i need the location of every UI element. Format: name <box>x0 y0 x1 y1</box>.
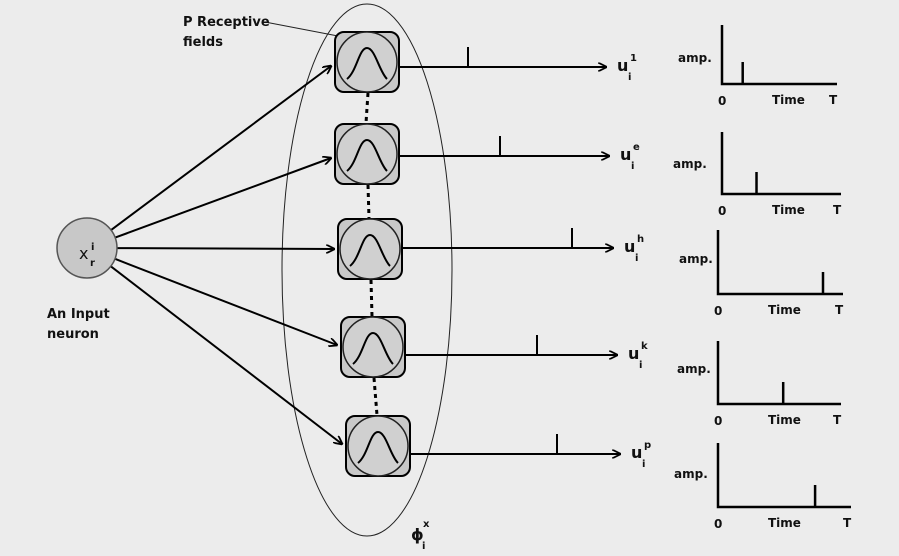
receptive-field-circle <box>342 316 404 378</box>
timing-plot: amp. 0 Time T <box>674 443 852 531</box>
input-neuron-symbol: x <box>79 244 88 263</box>
plot-end-label: T <box>843 516 852 530</box>
plot-end-label: T <box>833 413 842 427</box>
plot-ylabel: amp. <box>677 362 711 376</box>
gaussian-curve-icon <box>352 331 394 365</box>
output-label-symbol: u <box>620 145 631 164</box>
plot-ylabel: amp. <box>679 252 713 266</box>
phi-symbol: ϕ <box>411 525 424 544</box>
gaussian-curve-icon <box>357 430 399 464</box>
receptive-field-circle <box>336 31 398 93</box>
output-label-subscript: i <box>635 253 638 264</box>
gaussian-curve-icon <box>349 233 391 267</box>
plot-xlabel: Time <box>768 303 801 317</box>
output-label-symbol: u <box>617 56 628 75</box>
input-neuron-superscript: i <box>91 242 94 253</box>
input-connections <box>110 66 342 444</box>
input-connection-arrow <box>110 66 331 231</box>
plot-end-label: T <box>829 93 838 107</box>
output-label-superscript: h <box>637 234 644 245</box>
input-neuron-caption-line1: An Input <box>47 307 110 322</box>
plot-origin-label: 0 <box>714 304 722 318</box>
plot-origin-label: 0 <box>714 517 722 531</box>
receptive-field-unit <box>334 31 400 93</box>
plot-origin-label: 0 <box>718 204 726 218</box>
gaussian-curve-icon <box>346 46 388 80</box>
timing-plot: amp. 0 Time T <box>673 132 842 218</box>
plot-axes <box>716 341 841 406</box>
receptive-field-unit <box>334 123 400 185</box>
output-lines <box>399 47 620 454</box>
plot-end-label: T <box>833 203 842 217</box>
plot-ylabel: amp. <box>678 51 712 65</box>
output-label-superscript: 1 <box>630 53 637 64</box>
receptive-field-group-ellipse <box>281 3 453 537</box>
input-connection-arrow <box>114 257 337 345</box>
receptive-field-circle <box>339 218 401 280</box>
input-neuron-subscript: r <box>90 258 95 269</box>
timing-plot: amp. 0 Time T <box>677 341 842 428</box>
plot-xlabel: Time <box>772 93 805 107</box>
receptive-field-unit <box>337 218 403 280</box>
receptive-field-units <box>334 31 411 477</box>
output-label-symbol: u <box>624 237 635 256</box>
dashed-link <box>369 279 374 317</box>
output-label-subscript: i <box>639 360 642 371</box>
output-label-superscript: p <box>644 440 651 451</box>
receptive-field-unit <box>345 415 411 477</box>
output-label-superscript: k <box>641 341 648 352</box>
phi-subscript: i <box>422 541 425 552</box>
timing-plot: amp. 0 Time T <box>679 230 844 318</box>
receptive-fields-leader-line <box>264 21 339 37</box>
dashed-link <box>372 377 379 416</box>
receptive-field-circle <box>347 415 409 477</box>
output-label-superscript: e <box>633 142 640 153</box>
gaussian-curve-icon <box>346 138 388 172</box>
output-label-subscript: i <box>631 161 634 172</box>
input-connection-arrow <box>110 265 342 444</box>
dashed-link <box>366 184 371 219</box>
plot-axes <box>716 230 843 296</box>
plot-xlabel: Time <box>768 413 801 427</box>
receptive-field-unit <box>340 316 406 378</box>
output-label-subscript: i <box>642 459 645 470</box>
plot-ylabel: amp. <box>673 157 707 171</box>
output-label-symbol: u <box>631 443 642 462</box>
input-connection-arrow <box>114 158 331 239</box>
receptive-field-links <box>364 92 379 416</box>
plot-end-label: T <box>835 303 844 317</box>
input-neuron-circle <box>56 217 118 279</box>
output-label-subscript: i <box>628 72 631 83</box>
plot-origin-label: 0 <box>718 94 726 108</box>
input-connection-arrow <box>116 248 334 249</box>
receptive-fields-label-line1: P Receptive <box>183 15 270 30</box>
plot-xlabel: Time <box>772 203 805 217</box>
input-neuron-label: x <box>79 244 88 263</box>
plot-origin-label: 0 <box>714 414 722 428</box>
plot-axes <box>720 132 841 196</box>
output-label-symbol: u <box>628 344 639 363</box>
plot-ylabel: amp. <box>674 467 708 481</box>
plot-axes <box>720 25 837 86</box>
input-neuron-caption-line2: neuron <box>47 327 99 342</box>
phi-superscript: x <box>423 519 430 530</box>
receptive-field-circle <box>336 123 398 185</box>
receptive-fields-label-line2: fields <box>183 35 223 50</box>
plot-axes <box>716 443 851 509</box>
plot-xlabel: Time <box>768 516 801 530</box>
dashed-link <box>364 92 370 124</box>
timing-plot: amp. 0 Time T <box>678 25 838 108</box>
